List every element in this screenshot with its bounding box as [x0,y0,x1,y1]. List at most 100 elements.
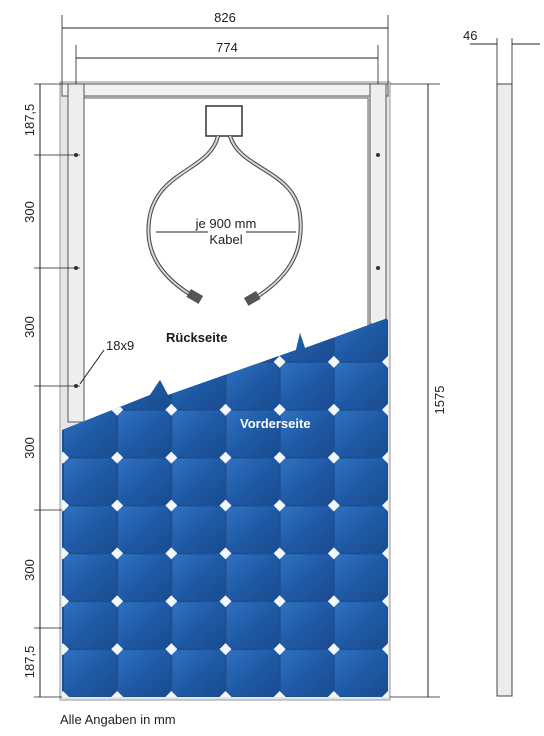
solar-cell [118,458,171,505]
cell-corner [62,451,69,464]
mount-hole [376,153,380,157]
cell-corner [165,499,178,512]
cell-corner [62,595,69,608]
cell-corner [327,451,340,464]
solar-cell [118,554,171,601]
cell-corner [273,547,286,560]
solar-cell [118,506,171,553]
cell-corner [111,547,124,560]
dim-segment-top: 187,5 [22,104,37,137]
solar-cell [226,650,279,696]
cell-corner [165,691,178,697]
cell-corner [327,355,340,368]
cell-corner [219,547,232,560]
side-view [496,83,513,697]
solar-cell [172,410,225,457]
dim-segment-1: 300 [22,201,37,223]
solar-cell [64,458,117,505]
connector-left [186,289,204,304]
cell-corner [165,643,178,656]
solar-cell [334,602,387,649]
solar-cell [334,362,387,409]
cell-corner [327,499,340,512]
dim-segment-2: 300 [22,316,37,338]
cell-corner [382,355,388,368]
solar-cell [172,554,225,601]
dim-inner-width: 774 [216,40,238,55]
solar-cell [64,554,117,601]
cell-corner [273,355,286,368]
cell-corner [62,547,69,560]
cell-corner [382,451,388,464]
cell-corner [382,643,388,656]
cable-unit-label: Kabel [209,232,242,247]
cell-corner [382,595,388,608]
solar-cell [280,650,333,696]
solar-cell [64,650,117,696]
cell-corner [165,595,178,608]
back-side-label: Rückseite [166,330,227,345]
cable-right-inner [229,135,302,301]
solar-cell [118,650,171,696]
solar-cell [172,650,225,696]
cell-corner [111,691,124,697]
solar-cell [280,458,333,505]
solar-cell [226,554,279,601]
cable-left-inner [147,135,219,299]
solar-cell [334,506,387,553]
cell-corner [62,499,69,512]
solar-cell [280,554,333,601]
cell-corner [219,643,232,656]
cell-corner [382,691,388,697]
cell-corner [219,451,232,464]
cell-corner [273,451,286,464]
right-rail [369,83,387,325]
solar-cell [280,602,333,649]
solar-cell [280,410,333,457]
mount-hole-leader [79,349,105,385]
cell-corner [165,451,178,464]
cell-corner [327,691,340,697]
solar-cell [226,506,279,553]
solar-cell [118,410,171,457]
solar-cell [334,458,387,505]
dim-segment-3: 300 [22,437,37,459]
cable-label: je 900 mm [195,216,257,231]
cell-corner [111,595,124,608]
front-side-label: Vorderseite [240,416,311,431]
cell-corner [273,595,286,608]
dim-outer-width: 826 [214,10,236,25]
dim-segment-4: 300 [22,559,37,581]
cell-corner [219,403,232,416]
solar-cell [334,410,387,457]
mount-hole-label: 18x9 [106,338,134,353]
solar-cell [334,554,387,601]
connector-right [243,291,261,306]
cell-corner [273,499,286,512]
cell-corner [273,643,286,656]
cell-corner [62,691,69,697]
top-rail [61,83,389,97]
cell-corner [111,499,124,512]
cell-corner [327,643,340,656]
cell-corner [382,403,388,416]
dim-segment-bottom: 187,5 [22,646,37,679]
dim-height: 1575 [432,386,447,415]
cell-corner [382,547,388,560]
cell-corner [219,499,232,512]
solar-cell [64,602,117,649]
solar-cell [280,506,333,553]
junction-box [205,105,243,137]
solar-cell [64,506,117,553]
cell-corner [327,547,340,560]
solar-cell [280,362,333,409]
cell-corner [219,691,232,697]
cell-corner [111,643,124,656]
solar-cell [226,602,279,649]
cell-corner [327,595,340,608]
solar-cell [226,458,279,505]
dim-depth: 46 [463,28,477,43]
solar-cell [172,602,225,649]
cell-corner [219,595,232,608]
